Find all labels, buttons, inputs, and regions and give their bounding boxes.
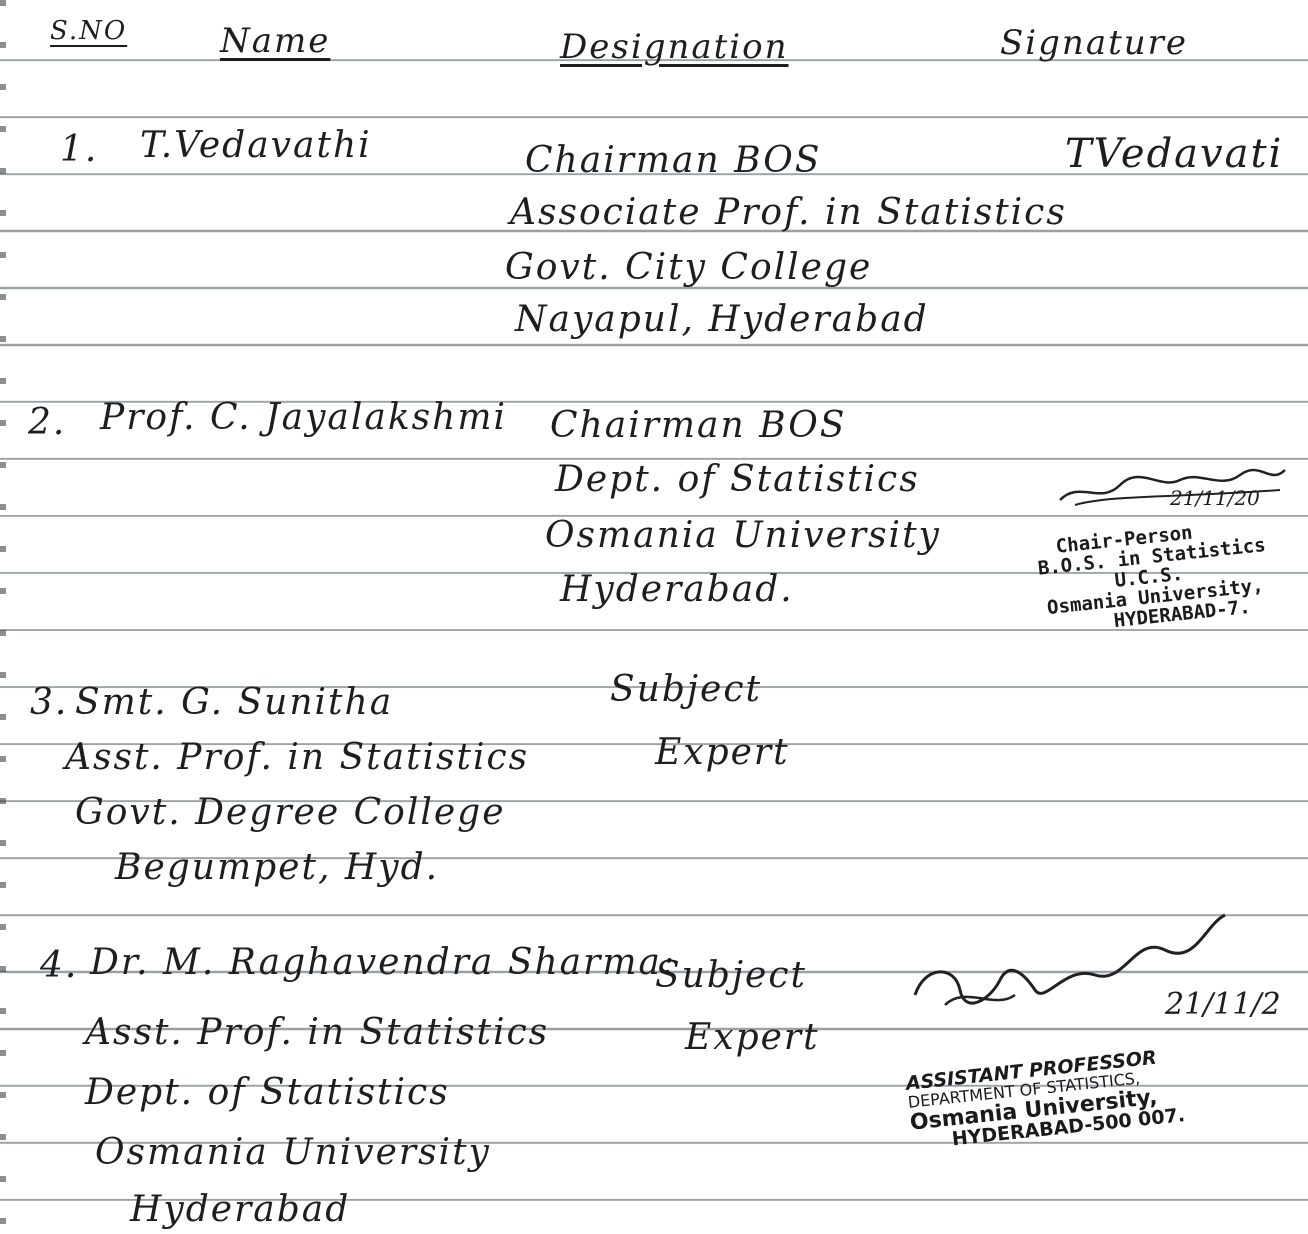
member-3-detail-line-3: Begumpet, Hyd. bbox=[115, 847, 440, 888]
member-3-designation-line-2: Expert bbox=[655, 732, 790, 773]
member-2-signature-scribble bbox=[1059, 468, 1286, 506]
member-4-detail-line-2: Dept. of Statistics bbox=[85, 1072, 450, 1113]
member-2-designation-line-4: Hyderabad. bbox=[560, 569, 794, 610]
member-4-designation-line-1: Subject bbox=[655, 955, 807, 996]
member-1-signature: TVedavati bbox=[1065, 131, 1284, 177]
member-4-stamp: ASSISTANT PROFESSOR DEPARTMENT OF STATIS… bbox=[905, 1046, 1186, 1154]
header-name: Name bbox=[220, 21, 331, 61]
member-4-signature-date: 21/11/2 bbox=[1165, 987, 1281, 1022]
member-1-designation-line-4: Nayapul, Hyderabad bbox=[515, 299, 929, 340]
member-3-number: 3. bbox=[30, 682, 69, 723]
member-2-name: Prof. C. Jayalakshmi bbox=[100, 397, 507, 438]
member-3-name: Smt. G. Sunitha bbox=[75, 682, 394, 723]
member-1-designation-line-2: Associate Prof. in Statistics bbox=[510, 192, 1067, 233]
binding-edge bbox=[0, 0, 6, 1234]
member-4-designation-line-2: Expert bbox=[685, 1017, 820, 1058]
member-4-detail-line-3: Osmania University bbox=[95, 1132, 491, 1173]
member-1-name: T.Vedavathi bbox=[140, 125, 372, 166]
member-4-name: Dr. M. Raghavendra Sharma: bbox=[90, 942, 677, 983]
member-4-detail-line-1: Asst. Prof. in Statistics bbox=[85, 1012, 550, 1053]
member-1-designation-line-3: Govt. City College bbox=[505, 247, 873, 288]
member-3-designation-line-1: Subject bbox=[610, 669, 762, 710]
header-sno: S.NO bbox=[50, 16, 128, 46]
member-4-number: 4. bbox=[40, 945, 79, 986]
member-2-number: 2. bbox=[28, 402, 67, 443]
member-2-signature-date: 21/11/20 bbox=[1170, 486, 1260, 510]
member-1-designation-line-1: Chairman BOS bbox=[525, 140, 822, 181]
header-designation: Designation bbox=[560, 27, 789, 67]
member-4-signature-scribble bbox=[913, 913, 1226, 1006]
member-3-detail-line-1: Asst. Prof. in Statistics bbox=[65, 737, 530, 778]
member-4-detail-line-4: Hyderabad bbox=[130, 1189, 351, 1230]
member-2-designation-line-1: Chairman BOS bbox=[550, 405, 847, 446]
member-2-designation-line-3: Osmania University bbox=[545, 515, 941, 556]
header-signature: Signature bbox=[1000, 23, 1189, 63]
member-2-designation-line-2: Dept. of Statistics bbox=[555, 459, 920, 500]
member-3-detail-line-2: Govt. Degree College bbox=[75, 792, 506, 833]
member-2-stamp: Chair-Person B.O.S. in Statistics U.C.S.… bbox=[1035, 516, 1273, 639]
member-1-number: 1. bbox=[60, 129, 99, 170]
